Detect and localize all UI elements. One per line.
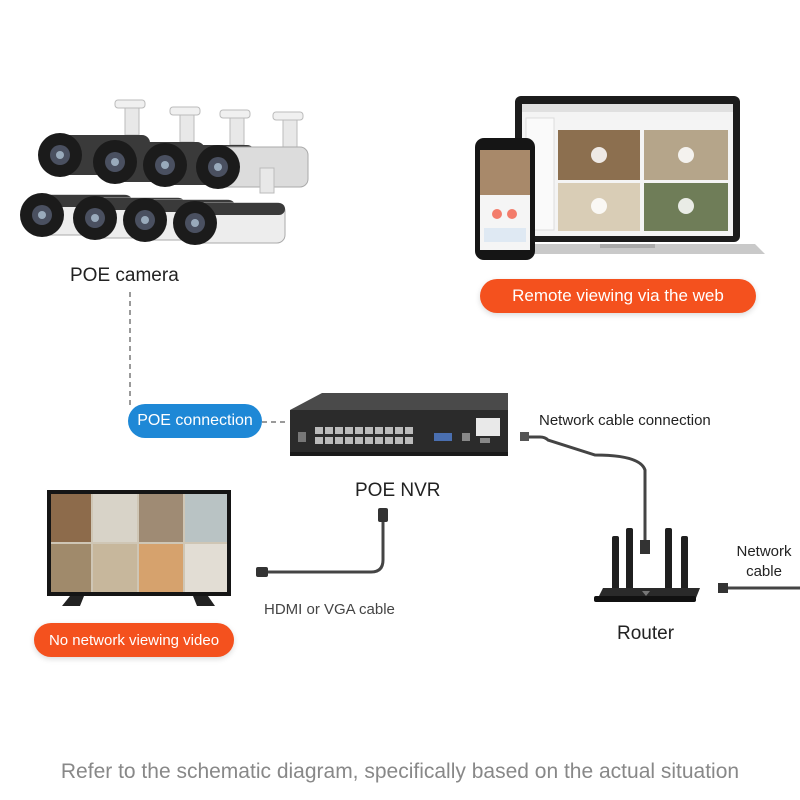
hdmi-cable — [262, 514, 385, 574]
poe-nvr-label: POE NVR — [355, 480, 441, 501]
nvr-router-cable — [524, 435, 647, 545]
camera-icon — [196, 111, 309, 189]
phone-icon — [475, 138, 535, 260]
tv-icon — [47, 490, 231, 606]
laptop-icon — [490, 96, 765, 254]
network-cable-label: Network cable — [736, 543, 792, 580]
hdmi-plug-left — [256, 567, 268, 577]
hdmi-vga-cable-label: HDMI or VGA cable — [264, 601, 395, 618]
network-cable-connection-label: Network cable connection — [539, 412, 711, 429]
poe-camera-label: POE camera — [70, 265, 179, 286]
nvr-icon — [290, 393, 508, 456]
camera-group — [20, 99, 309, 245]
camera-icon — [173, 167, 286, 245]
router-label: Router — [617, 623, 675, 644]
router-outside-plug — [718, 583, 728, 593]
footer-note: Refer to the schematic diagram, specific… — [60, 760, 740, 783]
poe-dashed-line — [129, 292, 288, 423]
hdmi-plug-top — [378, 508, 388, 522]
router-icon — [594, 528, 700, 602]
no-network-viewing-pill: No network viewing video — [34, 623, 234, 657]
remote-viewing-pill: Remote viewing via the web — [480, 279, 756, 313]
router-cable-plug — [640, 540, 650, 554]
poe-connection-pill: POE connection — [128, 404, 262, 438]
nvr-cable-plug — [520, 432, 529, 441]
